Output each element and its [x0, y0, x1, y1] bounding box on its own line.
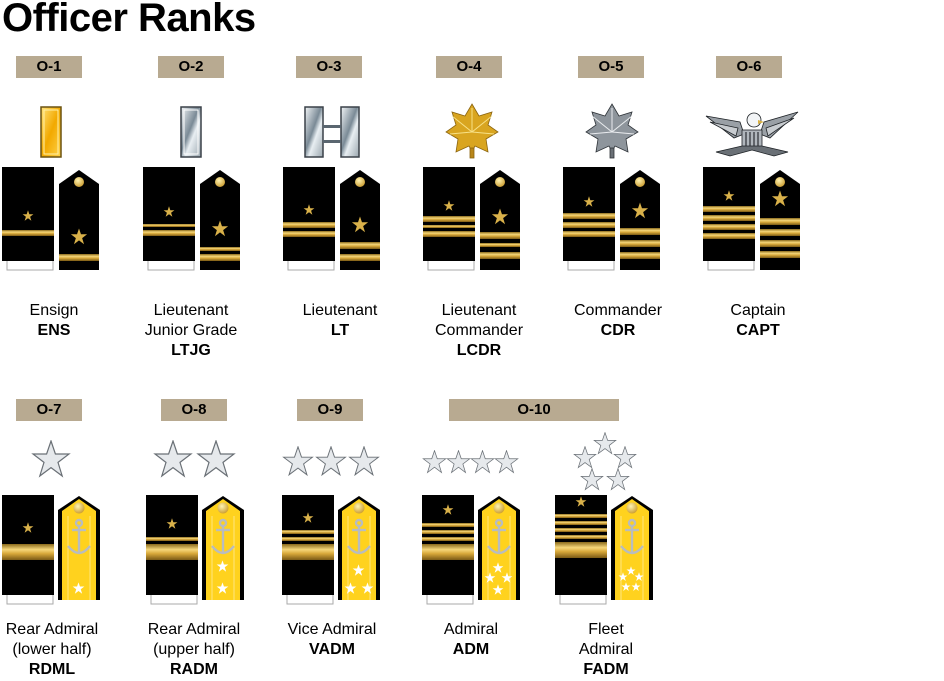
grade-badge-o6: O-6: [716, 56, 782, 78]
grade-badge-o1: O-1: [16, 56, 82, 78]
ltjg-sleeve-and-shoulder-boards: [143, 167, 240, 271]
cdr-sleeve-and-shoulder-boards: [563, 167, 660, 271]
silver-oak-leaf-icon: [585, 103, 639, 159]
silver-eagle-icon: [705, 111, 799, 157]
rank-label-fadm: Fleet Admiral FADM: [578, 621, 634, 678]
rank-label-rdml: Rear Admiral (lower half) RDML: [5, 621, 99, 678]
vadm-sleeve-and-shoulder-boards: [282, 495, 380, 605]
four-stars-icon: [422, 450, 519, 474]
rdml-sleeve-and-shoulder-boards: [2, 495, 100, 605]
fadm-sleeve-and-shoulder-boards: [555, 495, 653, 605]
rank-label-vadm: Vice Admiral VADM: [287, 621, 377, 658]
rank-label-radm: Rear Admiral (upper half) RADM: [147, 621, 241, 678]
grade-badge-o2: O-2: [158, 56, 224, 78]
grade-badge-o7: O-7: [16, 399, 82, 421]
capt-sleeve-and-shoulder-boards: [703, 167, 800, 271]
lcdr-sleeve-and-shoulder-boards: [423, 167, 520, 271]
gold-bar-icon: [40, 106, 62, 158]
anchor-icon: [620, 518, 644, 555]
anchor-icon: [347, 518, 371, 555]
page-title: Officer Ranks: [2, 0, 256, 40]
grade-badge-o10: O-10: [449, 399, 619, 421]
grade-badge-o3: O-3: [296, 56, 362, 78]
silver-double-bar-icon: [304, 106, 360, 158]
grade-badge-o5: O-5: [578, 56, 644, 78]
rank-label-adm: Admiral ADM: [443, 621, 499, 658]
one-star-icon: [32, 440, 70, 477]
lt-sleeve-and-shoulder-boards: [283, 167, 380, 271]
anchor-icon: [67, 518, 91, 555]
anchor-icon: [487, 518, 511, 555]
radm-sleeve-and-shoulder-boards: [146, 495, 244, 605]
ens-sleeve-and-shoulder-boards: [2, 167, 99, 271]
grade-badge-o4: O-4: [436, 56, 502, 78]
rank-label-lt: Lieutenant LT: [302, 302, 378, 339]
rank-label-lcdr: Lieutenant Commander LCDR: [434, 302, 524, 359]
adm-sleeve-and-shoulder-boards: [422, 495, 520, 605]
grade-badge-o9: O-9: [297, 399, 363, 421]
rank-label-capt: Captain CAPT: [730, 302, 786, 339]
gold-oak-leaf-icon: [445, 103, 499, 159]
rank-label-ens: Ensign ENS: [29, 302, 79, 339]
three-stars-icon: [282, 446, 380, 476]
silver-bar-icon: [180, 106, 202, 158]
two-stars-icon: [154, 440, 235, 477]
rank-label-ltjg: Lieutenant Junior Grade LTJG: [144, 302, 238, 359]
anchor-icon: [211, 518, 235, 555]
rank-label-cdr: Commander CDR: [573, 302, 663, 339]
five-stars-pentagon-icon: [573, 432, 637, 491]
grade-badge-o8: O-8: [161, 399, 227, 421]
